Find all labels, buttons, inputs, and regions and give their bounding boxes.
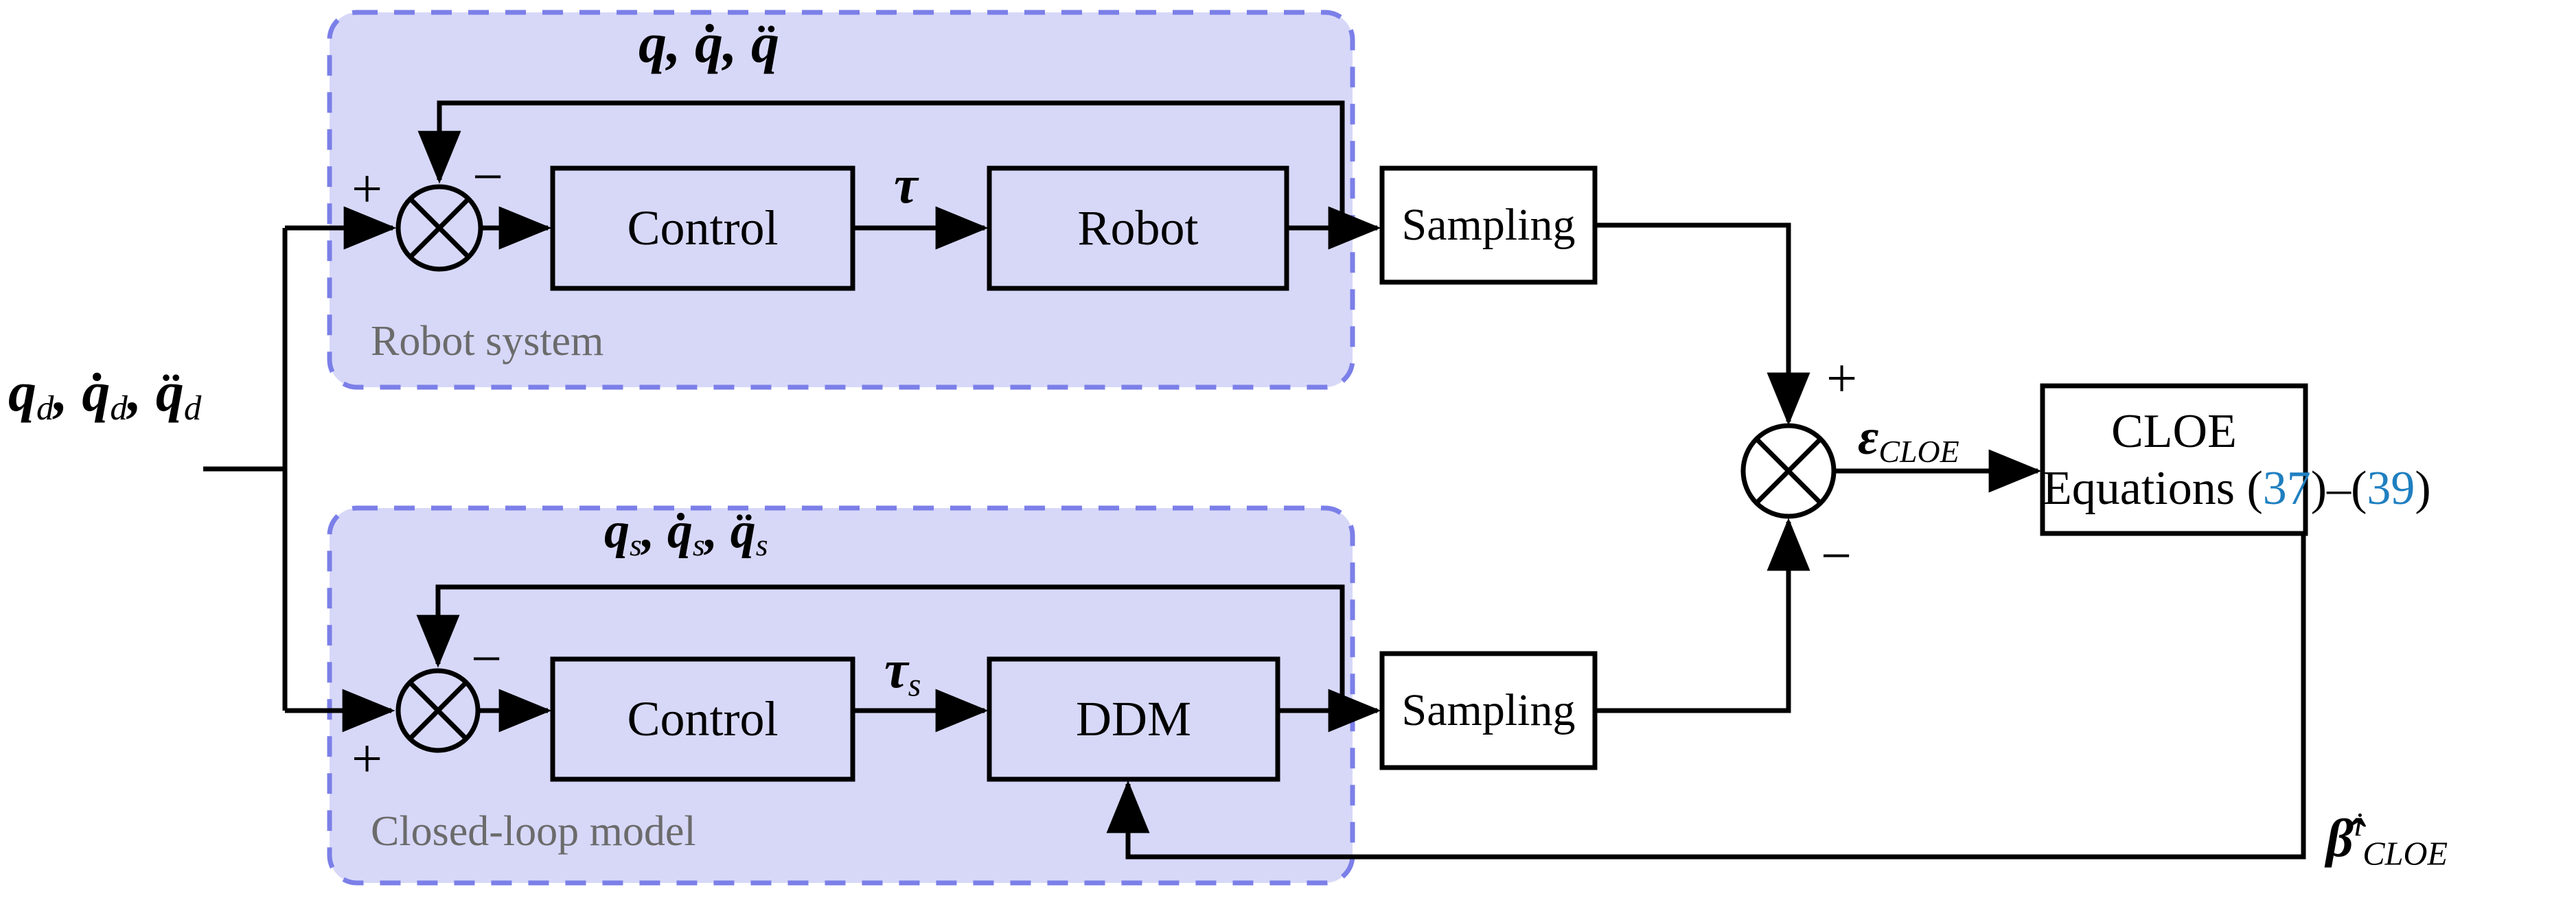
cloe-line2: Equations (37)–(39) <box>2043 462 2431 515</box>
sign-top-minus: − <box>472 147 504 207</box>
block-sampling-bottom <box>1379 651 1598 770</box>
block-label-cloe: CLOE Equations (37)–(39) <box>2043 404 2431 517</box>
cloe-eq-dash: – <box>2327 461 2351 515</box>
cloe-eq-prefix: Equations <box>2043 461 2247 515</box>
beta-base: β̂ <box>2326 807 2354 868</box>
block-sampling-top <box>1379 165 1598 285</box>
beta-sup: i <box>2353 807 2363 843</box>
ref-qddot-sub: d <box>183 389 202 428</box>
cloe-paren-open-2: ( <box>2351 461 2367 515</box>
ref-q-sub: d <box>36 389 54 428</box>
sign-top-plus: + <box>352 159 383 220</box>
mf-q-sub: s <box>630 527 642 562</box>
signal-label-torque-top: τ <box>894 158 918 218</box>
wire-cloe-to-ddm <box>1106 533 2306 860</box>
panel-caption-robot-system: Robot system <box>371 318 604 365</box>
block-cloe <box>2040 383 2308 536</box>
block-control-top <box>550 165 855 291</box>
tau-bot-base: τ <box>884 639 908 699</box>
sign-bottom-minus: − <box>471 629 503 689</box>
mf-q: q <box>604 503 630 559</box>
wire-robot-feedback <box>417 100 1345 228</box>
cloe-paren-close-1: ) <box>2310 461 2327 515</box>
ref-qddot: q̈ <box>155 360 184 423</box>
sum-bottom-cross <box>408 680 468 741</box>
block-ddm <box>987 656 1280 782</box>
sign-bottom-plus: + <box>352 729 383 790</box>
signal-label-reference: qd, q̇d, q̈d <box>8 364 201 426</box>
sign-compare-plus: + <box>1826 349 1858 409</box>
signal-label-torque-bottom: τs <box>884 643 921 702</box>
block-robot <box>987 165 1289 291</box>
mf-qddot: q̈ <box>730 503 756 559</box>
cloe-eq-ref-37[interactable]: 37 <box>2262 461 2311 515</box>
mf-qdot: q̇ <box>667 503 693 559</box>
eps-base: ε <box>1858 409 1879 465</box>
signal-label-error-cloe: εCLOE <box>1858 412 1959 468</box>
mf-qddot-sub: s <box>755 527 768 562</box>
mf-qdot-sub: s <box>692 527 705 562</box>
wire-sampling-bottom-to-compare <box>1595 518 1810 713</box>
ref-sep-2: , <box>127 360 156 423</box>
signal-label-parameter-estimate: β̂iCLOE <box>2326 807 2448 873</box>
sum-compare-cross <box>1754 437 1823 505</box>
wire-model-feedback <box>416 584 1345 711</box>
ref-qdot: q̇ <box>82 360 111 423</box>
cloe-paren-open-1: ( <box>2246 461 2263 515</box>
tau-bot-sub: s <box>908 667 921 704</box>
sum-top-cross <box>409 197 470 259</box>
panel-caption-closed-loop-model: Closed-loop model <box>371 808 696 855</box>
sign-compare-minus: − <box>1821 526 1852 586</box>
block-control-bottom <box>550 656 855 782</box>
cloe-line1: CLOE <box>2111 405 2237 458</box>
ref-q: q <box>8 360 36 423</box>
cloe-paren-close-2: ) <box>2415 461 2431 515</box>
mf-sep-2: , <box>704 503 731 559</box>
signal-label-robot-feedback: q, q̇, q̈ <box>639 12 779 74</box>
wire-sampling-top-to-compare <box>1595 222 1810 426</box>
cloe-eq-ref-39[interactable]: 39 <box>2367 461 2415 515</box>
mf-sep-1: , <box>641 503 667 559</box>
signal-label-model-feedback: qs, q̇s, q̈s <box>604 505 768 561</box>
ref-sep-1: , <box>54 360 82 423</box>
tau-top-base: τ <box>894 154 918 214</box>
eps-sub: CLOE <box>1878 433 1959 469</box>
beta-sub: CLOE <box>2362 836 2448 873</box>
ref-qdot-sub: d <box>110 389 128 428</box>
